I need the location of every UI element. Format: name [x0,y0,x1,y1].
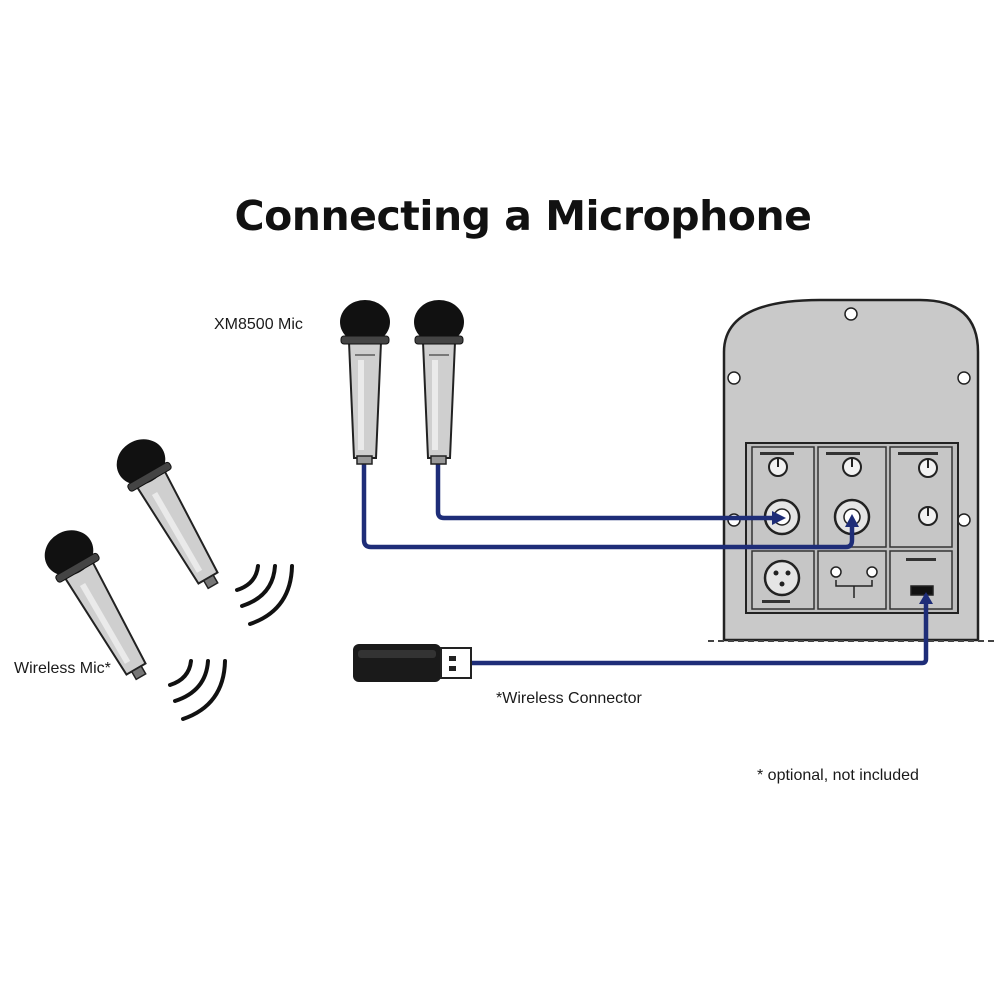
speaker-back-panel [708,298,995,642]
wireless-mic-1 [116,439,219,590]
wired-mic-label: XM8500 Mic [214,316,303,333]
wired-mic-1 [340,300,390,465]
diagram-title: Connecting a Microphone [234,192,812,240]
wireless-usb-dongle [353,644,472,682]
mic-1-cable [361,457,855,550]
wired-mic-2 [414,300,464,465]
wireless-mic-label: Wireless Mic* [14,660,111,677]
cables [361,457,933,666]
mic-2-grille [414,300,464,344]
wireless-signal-waves-1 [235,564,294,626]
mode-switches [830,566,878,598]
mic-2-cable [435,457,781,521]
panel-label-bars [760,452,938,603]
footnote: * optional, not included [757,767,919,784]
switch-section [817,550,887,610]
wireless-connector-label: *Wireless Connector [496,690,642,707]
wireless-mic-2 [44,530,147,681]
usb-cable [467,593,929,666]
usb-port [910,585,934,596]
wireless-signal-waves-2 [168,659,227,721]
mic-1-grille [340,300,390,344]
xlr-output-jack [763,559,801,597]
